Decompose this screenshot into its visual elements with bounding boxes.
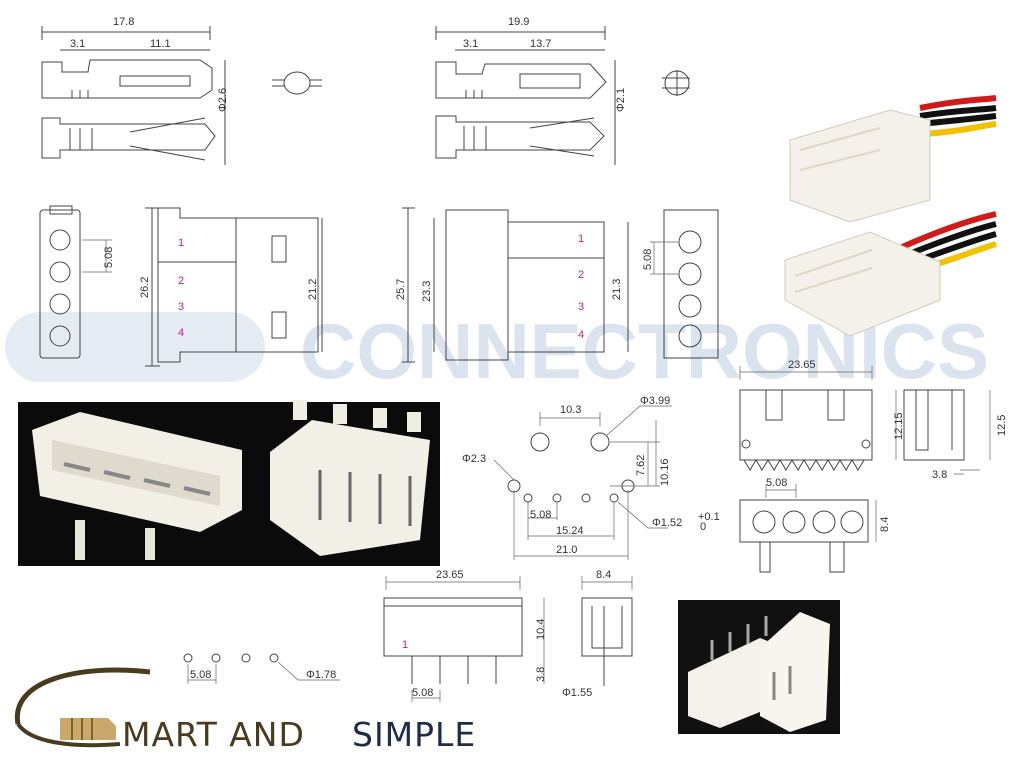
dim-housing2-h2: 23.3 xyxy=(421,281,433,302)
header-photo-2 xyxy=(678,600,840,734)
dim-pcb-hole: Φ3.99 xyxy=(640,395,670,407)
pin-label-1: 1 xyxy=(178,237,184,249)
header-top-drawing: 23.65 12.15 12.5 3.8 xyxy=(739,359,1008,481)
dim-row-pitch: 5.08 xyxy=(190,669,211,681)
dim-hdr-depth: 8.4 xyxy=(879,517,891,532)
dim-pcb-span: 15.24 xyxy=(556,525,584,537)
dim-female-dia: Φ2.1 xyxy=(615,88,627,112)
pcb-layout-drawing: 10.3 Φ3.99 7.62 10.16 Φ2.3 5.08 15.24 21… xyxy=(462,395,720,560)
pin2-label-2: 2 xyxy=(578,269,584,281)
dim-hdr-w: 23.65 xyxy=(788,359,816,371)
dim-pcb-v2: 10.16 xyxy=(659,458,671,486)
dim-housing-pitch: 5.08 xyxy=(103,247,115,268)
housing-left-drawing: 5.08 26.2 1 2 3 4 21.2 xyxy=(39,205,323,367)
dim-female-length: 19.9 xyxy=(508,16,529,28)
dim-housing2-pitch: 5.08 xyxy=(642,249,654,270)
cable-assembly-photo xyxy=(784,95,997,337)
header-end-drawing: 8.4 Φ1.55 xyxy=(562,569,633,699)
pin2-label-3: 3 xyxy=(578,301,584,313)
header-front-drawing: 5.08 8.4 xyxy=(739,477,891,573)
dim-pcb-p: 5.08 xyxy=(530,509,551,521)
dim-pcb-v1: 7.62 xyxy=(635,455,647,476)
pin2-label-4: 4 xyxy=(578,329,584,341)
dim-row-pin: Φ1.78 xyxy=(306,669,336,681)
dim-side-h: 10.4 xyxy=(535,619,547,640)
dim-housing2-h3: 21.3 xyxy=(611,279,623,300)
pin2-label-1: 1 xyxy=(578,233,584,245)
brand-logo: MART AND SIMPLE xyxy=(14,667,476,754)
dim-male-b: 11.1 xyxy=(150,38,171,50)
header-side-drawing: 23.65 1 10.4 3.8 5.08 xyxy=(383,569,547,702)
housing-right-drawing: 25.7 23.3 1 2 3 4 21.3 5.08 xyxy=(395,207,719,363)
pin-label-3: 3 xyxy=(178,301,184,313)
male-terminal-drawing: 17.8 3.1 11.1 Φ2.6 xyxy=(41,16,322,165)
pin-label-2: 2 xyxy=(178,275,184,287)
dim-pcb-tol-up: +0.1 xyxy=(698,511,720,523)
dim-housing-h1: 26.2 xyxy=(139,277,151,298)
dim-pcb-small: Φ2.3 xyxy=(462,453,486,465)
header-photo xyxy=(18,400,440,566)
dim-pcb-w: 10.3 xyxy=(560,404,581,416)
dim-hdr-pitch: 5.08 xyxy=(766,477,787,489)
dim-male-length: 17.8 xyxy=(113,16,134,28)
dim-pcb-tol-dn: 0 xyxy=(700,521,706,533)
pin-label-4: 4 xyxy=(178,327,184,339)
dim-side-pin: 3.8 xyxy=(535,667,547,682)
dim-male-dia: Φ2.6 xyxy=(217,88,229,112)
dim-female-b: 13.7 xyxy=(530,38,551,50)
dim-pcb-total: 21.0 xyxy=(556,544,577,556)
side-pin-label: 1 xyxy=(402,639,408,651)
female-terminal-drawing: 19.9 3.1 13.7 Φ2.1 xyxy=(435,16,690,165)
dim-end-w: 8.4 xyxy=(596,569,611,581)
dim-hdr-d: 3.8 xyxy=(932,469,947,481)
dim-female-a: 3.1 xyxy=(463,38,478,50)
dim-hdr-h1: 12.15 xyxy=(893,412,905,440)
dim-housing-h2: 21.2 xyxy=(307,279,319,300)
dim-hdr-h2: 12.5 xyxy=(996,415,1008,436)
dim-side-pitch: 5.08 xyxy=(412,687,433,699)
dim-housing2-h1: 25.7 xyxy=(395,279,407,300)
dim-pcb-pin: Φ1.52 xyxy=(652,517,682,529)
brand-part2: SIMPLE xyxy=(352,715,476,754)
dim-male-a: 3.1 xyxy=(70,38,85,50)
dim-side-w: 23.65 xyxy=(436,569,464,581)
dim-end-pin: Φ1.55 xyxy=(562,687,592,699)
brand-part1: MART AND xyxy=(122,715,305,754)
pin-row-drawing: 5.08 Φ1.78 xyxy=(183,653,340,684)
